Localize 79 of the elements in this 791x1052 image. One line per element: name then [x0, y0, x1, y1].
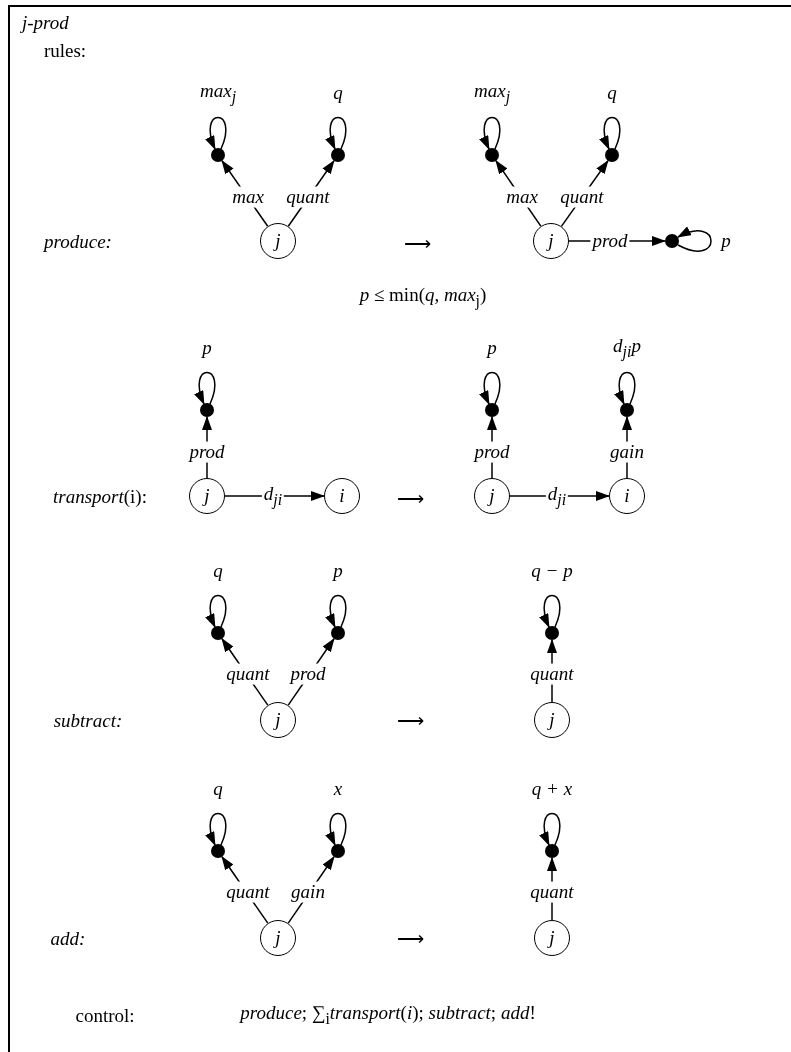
loop-arrow — [205, 116, 227, 150]
vertex-dot — [665, 234, 679, 248]
vertex-dot — [211, 148, 225, 162]
rule-arrow: ⟶ — [396, 488, 424, 508]
loop-arrow — [325, 116, 347, 150]
edge-label: prod — [472, 441, 512, 463]
edge-label: quant — [284, 186, 332, 208]
loop-arrow — [205, 594, 227, 628]
vertex-dot — [545, 844, 559, 858]
vertex-dot — [485, 148, 499, 162]
rule-name: add: — [50, 928, 86, 948]
node-circle: i — [324, 478, 360, 514]
edge-label: d$_{ji}$p — [612, 335, 642, 361]
loop-arrow — [479, 371, 501, 405]
node-circle: j — [260, 920, 296, 956]
vertex-dot — [605, 148, 619, 162]
vertex-dot — [545, 626, 559, 640]
edge-label: max$_{j}$ — [472, 80, 512, 106]
loop-arrow — [325, 812, 347, 846]
edge-label: p — [200, 337, 213, 359]
rule-name: transport(i): — [53, 486, 147, 506]
loop-arrow — [194, 371, 216, 405]
rule-arrow: ⟶ — [396, 710, 424, 730]
node-circle: j — [533, 223, 569, 259]
node-circle: j — [474, 478, 510, 514]
edge-label: p — [719, 230, 732, 252]
edge-label: max — [504, 186, 540, 208]
edge-label: q — [212, 560, 224, 582]
condition-text: p ≤ min(q, max$_{j}$) — [359, 285, 487, 309]
rule-name: produce: — [44, 231, 112, 251]
edge-label: q − p — [530, 560, 574, 582]
edge-label: p — [485, 337, 498, 359]
edge-label: max$_{j}$ — [198, 80, 238, 106]
frame-title: j-prod — [21, 12, 69, 32]
vertex-dot — [200, 403, 214, 417]
vertex-dot — [211, 844, 225, 858]
loop-arrow — [539, 594, 561, 628]
edge-label: q + x — [530, 778, 574, 800]
edge-label: prod — [288, 663, 328, 685]
section-label: rules: — [43, 40, 87, 60]
control-expression: produce; ∑$_{i}$transport(i); subtract; add! — [240, 1003, 536, 1027]
loop-arrow — [677, 227, 712, 252]
loop-arrow — [614, 371, 636, 405]
vertex-dot — [211, 626, 225, 640]
node-circle: j — [260, 223, 296, 259]
edge-label: prod — [187, 441, 227, 463]
loop-arrow — [205, 812, 227, 846]
section-label: control: — [75, 1005, 135, 1025]
vertex-dot — [620, 403, 634, 417]
loop-arrow — [479, 116, 501, 150]
rule-arrow: ⟶ — [403, 233, 431, 253]
vertex-dot — [485, 403, 499, 417]
loop-arrow — [325, 594, 347, 628]
edge-label: x — [332, 778, 344, 800]
loop-arrow — [599, 116, 621, 150]
vertex-dot — [331, 626, 345, 640]
edge-label: quant — [224, 663, 272, 685]
edge-label: q — [212, 778, 224, 800]
rule-name: subtract: — [53, 710, 123, 730]
edge-label: max — [230, 186, 266, 208]
edge-label: quant — [558, 186, 606, 208]
rule-arrow: ⟶ — [396, 928, 424, 948]
node-circle: j — [260, 702, 296, 738]
edge-label: gain — [289, 881, 327, 903]
edge-label: p — [331, 560, 344, 582]
node-circle: j — [534, 920, 570, 956]
frame-box — [8, 5, 791, 1052]
edge-label: quant — [528, 663, 576, 685]
edge-label: quant — [224, 881, 272, 903]
edge-label: quant — [528, 881, 576, 903]
edge-label: q — [332, 82, 344, 104]
vertex-dot — [331, 844, 345, 858]
vertex-dot — [331, 148, 345, 162]
edge-label: q — [606, 82, 618, 104]
edge-label: gain — [608, 441, 646, 463]
node-circle: j — [534, 702, 570, 738]
loop-arrow — [539, 812, 561, 846]
node-circle: j — [189, 478, 225, 514]
node-circle: i — [609, 478, 645, 514]
